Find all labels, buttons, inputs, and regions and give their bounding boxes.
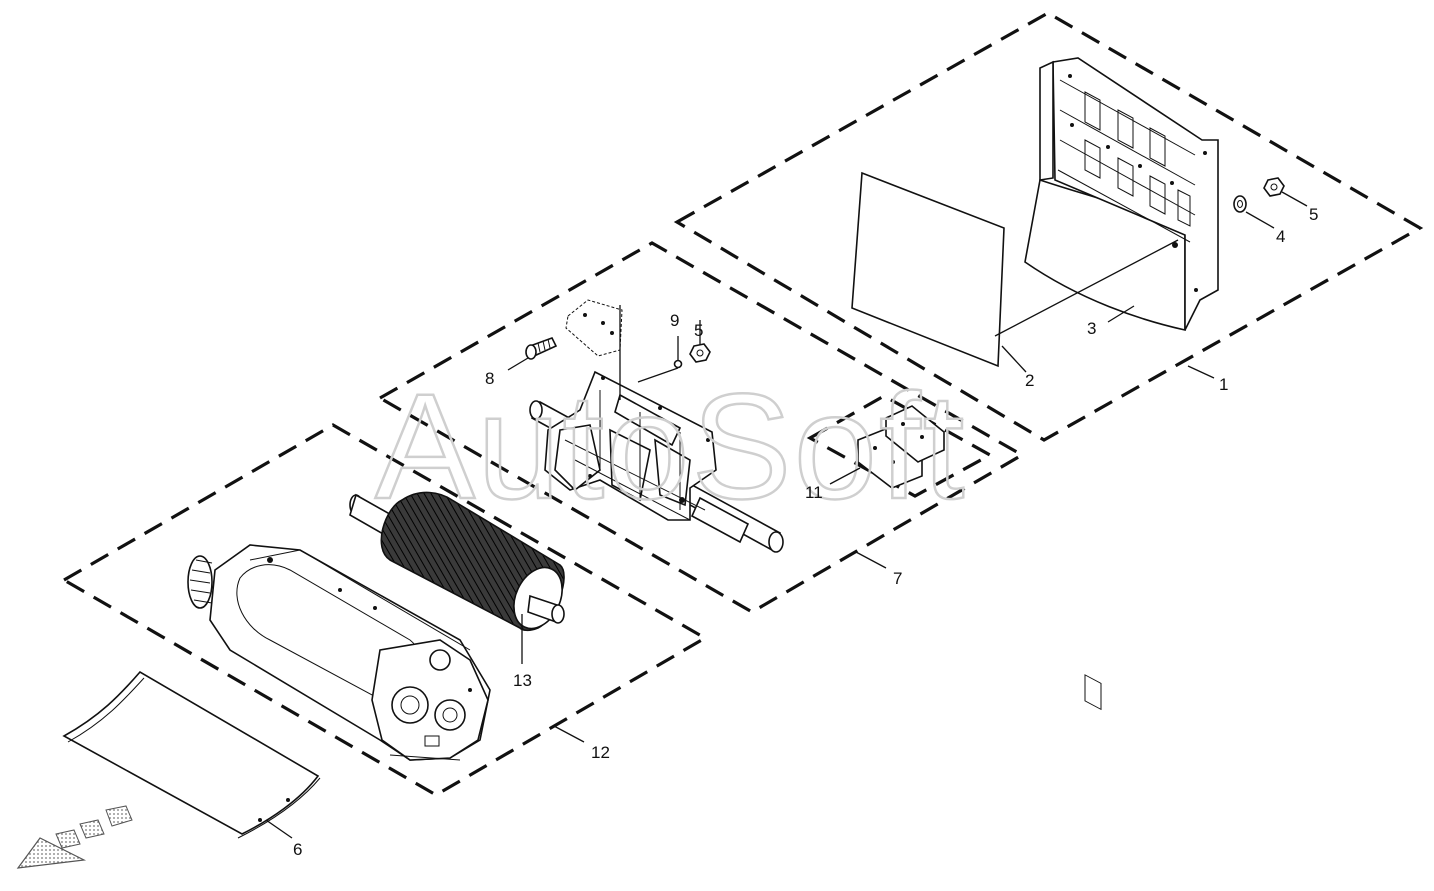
callout-12: 12 xyxy=(591,743,610,762)
callout-5-rotor: 5 xyxy=(694,321,703,340)
frame-cells xyxy=(1084,91,1191,227)
watermark: AutoSoft xyxy=(374,361,966,532)
shim-plate xyxy=(565,299,623,357)
callout-11: 11 xyxy=(805,483,823,502)
bolt xyxy=(525,337,558,360)
callout-7: 7 xyxy=(893,569,902,588)
rotor-assembly xyxy=(529,370,784,553)
small-washer xyxy=(673,359,683,369)
callout-8: 8 xyxy=(485,369,494,388)
callout-9: 9 xyxy=(670,311,679,330)
leader-lines xyxy=(265,191,1308,839)
knurled-drum xyxy=(349,491,565,632)
callout-2: 2 xyxy=(1025,371,1034,390)
group-box-1 xyxy=(673,11,1424,442)
direction-arrow-icon xyxy=(16,805,133,869)
callout-5-upper: 5 xyxy=(1309,205,1318,224)
callout-labels: 1 2 3 4 5 5 6 7 8 9 11 12 13 xyxy=(293,205,1318,859)
callout-3: 3 xyxy=(1087,319,1096,338)
callout-1: 1 xyxy=(1219,375,1228,394)
curved-plate xyxy=(62,670,321,839)
group-box-12 xyxy=(60,423,709,797)
housing-frame xyxy=(1024,57,1219,711)
washer xyxy=(1233,195,1247,213)
nut-rotor xyxy=(689,343,711,363)
flat-panel xyxy=(851,171,1005,368)
watermark-text: AutoSoft xyxy=(375,362,966,530)
callout-4: 4 xyxy=(1276,227,1285,246)
callout-13: 13 xyxy=(513,671,532,690)
nut-upper xyxy=(1263,177,1285,197)
bracket-pair xyxy=(857,405,945,489)
group-box-7 xyxy=(376,241,1026,614)
callout-6: 6 xyxy=(293,840,302,859)
motor-housing xyxy=(187,544,491,761)
